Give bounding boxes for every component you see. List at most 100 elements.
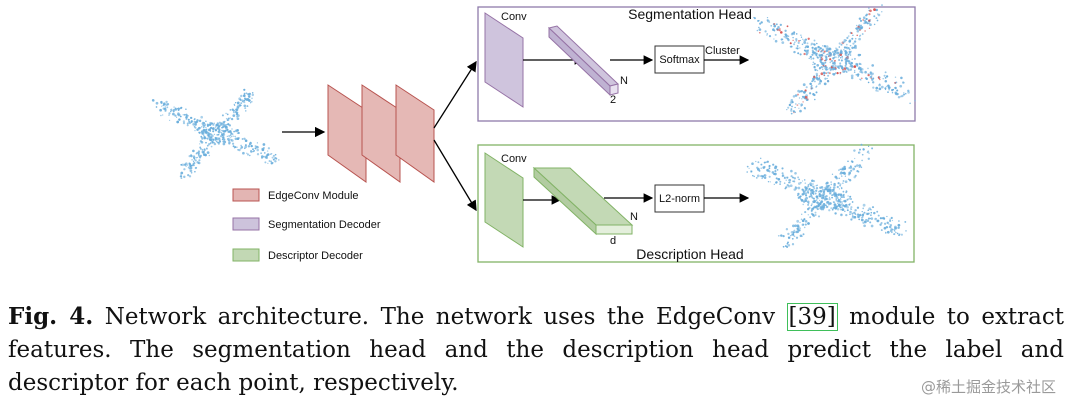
point bbox=[834, 212, 837, 215]
point bbox=[860, 71, 864, 74]
point bbox=[811, 213, 815, 217]
point bbox=[186, 114, 189, 117]
point bbox=[804, 211, 807, 214]
point bbox=[807, 203, 810, 206]
point bbox=[818, 75, 821, 77]
point bbox=[829, 58, 832, 61]
point bbox=[248, 92, 252, 96]
point bbox=[803, 90, 806, 94]
point bbox=[755, 160, 757, 163]
desc-conv-label: Conv bbox=[501, 153, 527, 165]
legend: EdgeConv Module Segmentation Decoder Des… bbox=[232, 188, 381, 262]
point bbox=[897, 223, 901, 227]
point bbox=[826, 206, 828, 209]
point bbox=[852, 42, 855, 45]
point bbox=[780, 234, 783, 237]
point bbox=[845, 43, 848, 46]
point bbox=[817, 215, 821, 218]
point bbox=[233, 109, 235, 112]
point bbox=[854, 37, 857, 40]
point bbox=[235, 115, 239, 118]
point bbox=[198, 119, 202, 123]
point bbox=[876, 19, 879, 22]
point bbox=[766, 34, 768, 36]
point bbox=[811, 53, 814, 56]
point bbox=[823, 74, 826, 77]
point bbox=[188, 155, 191, 158]
point bbox=[823, 82, 827, 86]
caption-text-b: module to extract features. The segmenta… bbox=[8, 304, 1064, 396]
point bbox=[840, 52, 842, 55]
point bbox=[190, 116, 193, 119]
point bbox=[226, 123, 228, 126]
point bbox=[850, 206, 853, 209]
point bbox=[862, 221, 865, 225]
point bbox=[820, 201, 823, 204]
point bbox=[776, 29, 779, 31]
point bbox=[265, 156, 268, 160]
point bbox=[895, 81, 898, 84]
point bbox=[835, 199, 838, 202]
point bbox=[762, 166, 765, 169]
point bbox=[799, 39, 802, 42]
point bbox=[825, 182, 828, 185]
point bbox=[803, 192, 806, 195]
desc-conv-layer bbox=[484, 152, 524, 248]
point bbox=[867, 67, 869, 70]
point bbox=[821, 63, 824, 66]
citation-link[interactable]: [39] bbox=[786, 303, 838, 331]
point bbox=[218, 124, 220, 126]
point bbox=[794, 41, 796, 44]
point bbox=[904, 220, 907, 223]
point bbox=[817, 83, 820, 85]
point bbox=[825, 58, 828, 61]
figure-caption: Fig. 4. Network architecture. The networ… bbox=[8, 300, 1064, 400]
point bbox=[170, 110, 172, 113]
point bbox=[193, 118, 196, 121]
point bbox=[177, 109, 180, 112]
point bbox=[816, 56, 819, 59]
point bbox=[250, 144, 253, 148]
point bbox=[786, 108, 788, 111]
point bbox=[904, 92, 907, 95]
point bbox=[788, 103, 792, 107]
point bbox=[865, 14, 868, 17]
point bbox=[825, 194, 828, 198]
point bbox=[228, 124, 232, 127]
point bbox=[232, 142, 235, 145]
point bbox=[222, 142, 226, 146]
point bbox=[883, 226, 887, 230]
point bbox=[813, 62, 816, 65]
point bbox=[216, 141, 219, 144]
point bbox=[851, 160, 854, 163]
point bbox=[873, 15, 876, 18]
point bbox=[858, 218, 861, 221]
point bbox=[263, 152, 266, 154]
point bbox=[246, 105, 249, 108]
point bbox=[832, 72, 836, 76]
desc-head-frame bbox=[477, 144, 915, 263]
point bbox=[880, 221, 883, 225]
point bbox=[797, 52, 800, 55]
point bbox=[252, 150, 254, 153]
point bbox=[794, 111, 796, 113]
point bbox=[837, 51, 840, 55]
point bbox=[860, 26, 863, 30]
point bbox=[802, 101, 804, 103]
point bbox=[768, 164, 771, 168]
point bbox=[242, 94, 246, 98]
point bbox=[811, 80, 814, 83]
point bbox=[807, 208, 810, 211]
point bbox=[824, 61, 827, 64]
point bbox=[828, 196, 831, 198]
point bbox=[200, 125, 203, 128]
point bbox=[794, 94, 798, 97]
point bbox=[221, 133, 224, 136]
point bbox=[848, 52, 851, 54]
point bbox=[860, 143, 863, 146]
seg-dim-label: 2 bbox=[610, 94, 616, 106]
point bbox=[768, 175, 771, 178]
point bbox=[197, 154, 200, 156]
point bbox=[831, 194, 833, 196]
point bbox=[859, 148, 861, 151]
